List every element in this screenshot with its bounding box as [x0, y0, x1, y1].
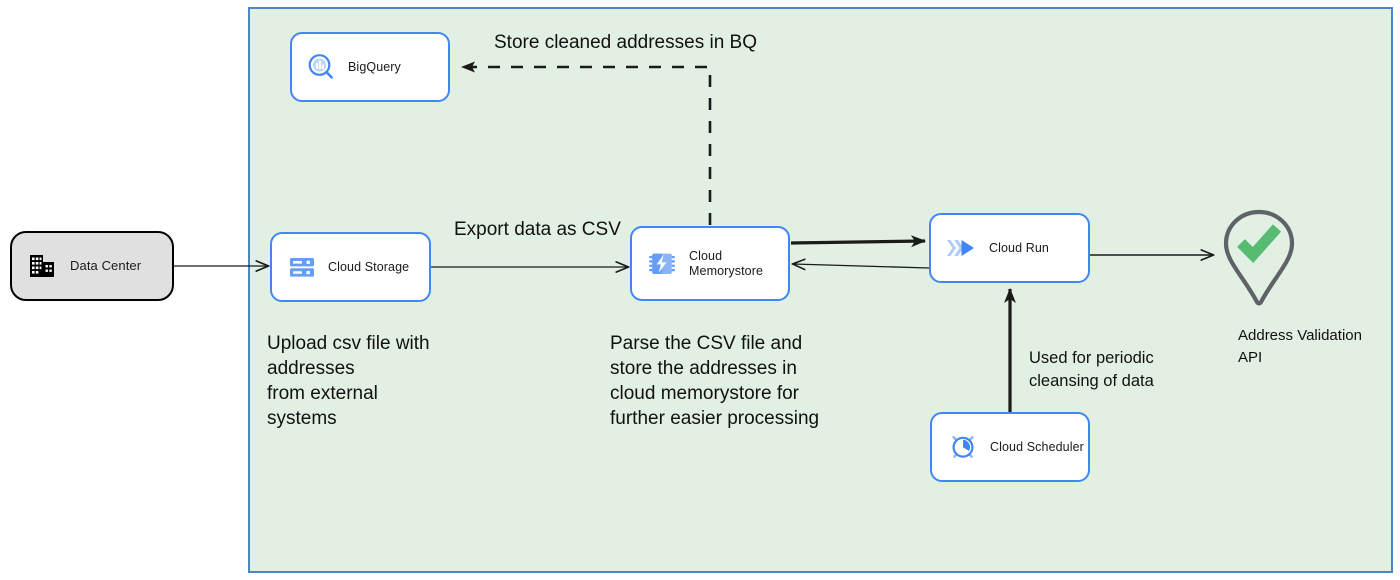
edge-label-store-in-bq: Store cleaned addresses in BQ	[494, 32, 757, 53]
edge-label-export-csv: Export data as CSV	[454, 219, 621, 240]
address-validation-api-label: Address Validation API	[1238, 327, 1362, 366]
node-label-cloud-scheduler: Cloud Scheduler	[990, 439, 1084, 454]
scheduler-icon	[948, 432, 978, 462]
annotation-upload-csv: Upload csv file with addresses from exte…	[267, 333, 430, 429]
node-label-cloud-storage: Cloud Storage	[328, 259, 410, 274]
node-cloud-memorystore[interactable]: Cloud Memorystore	[630, 226, 790, 301]
address-validation-api[interactable]	[1219, 208, 1299, 313]
node-cloud-run[interactable]: Cloud Run	[929, 213, 1090, 283]
bigquery-icon	[306, 52, 336, 82]
cloud-run-icon	[945, 234, 977, 262]
node-cloud-scheduler[interactable]: Cloud Scheduler	[930, 412, 1090, 482]
annotation-parse-csv: Parse the CSV file and store the address…	[610, 333, 820, 429]
memorystore-icon	[647, 249, 677, 279]
node-label-bigquery: BigQuery	[348, 59, 401, 74]
cloud-storage-icon	[288, 253, 316, 281]
edge-label-periodic-cleansing: Used for periodic cleansing of data	[1029, 349, 1154, 390]
map-pin-check-icon	[1219, 209, 1299, 312]
node-label-cloud-memorystore: Cloud Memorystore	[689, 249, 764, 278]
building-icon	[28, 252, 56, 280]
node-bigquery[interactable]: BigQuery	[290, 32, 450, 102]
node-data-center[interactable]: Data Center	[10, 231, 174, 301]
node-label-data-center: Data Center	[70, 257, 142, 273]
node-label-cloud-run: Cloud Run	[989, 240, 1049, 255]
node-cloud-storage[interactable]: Cloud Storage	[270, 232, 431, 302]
